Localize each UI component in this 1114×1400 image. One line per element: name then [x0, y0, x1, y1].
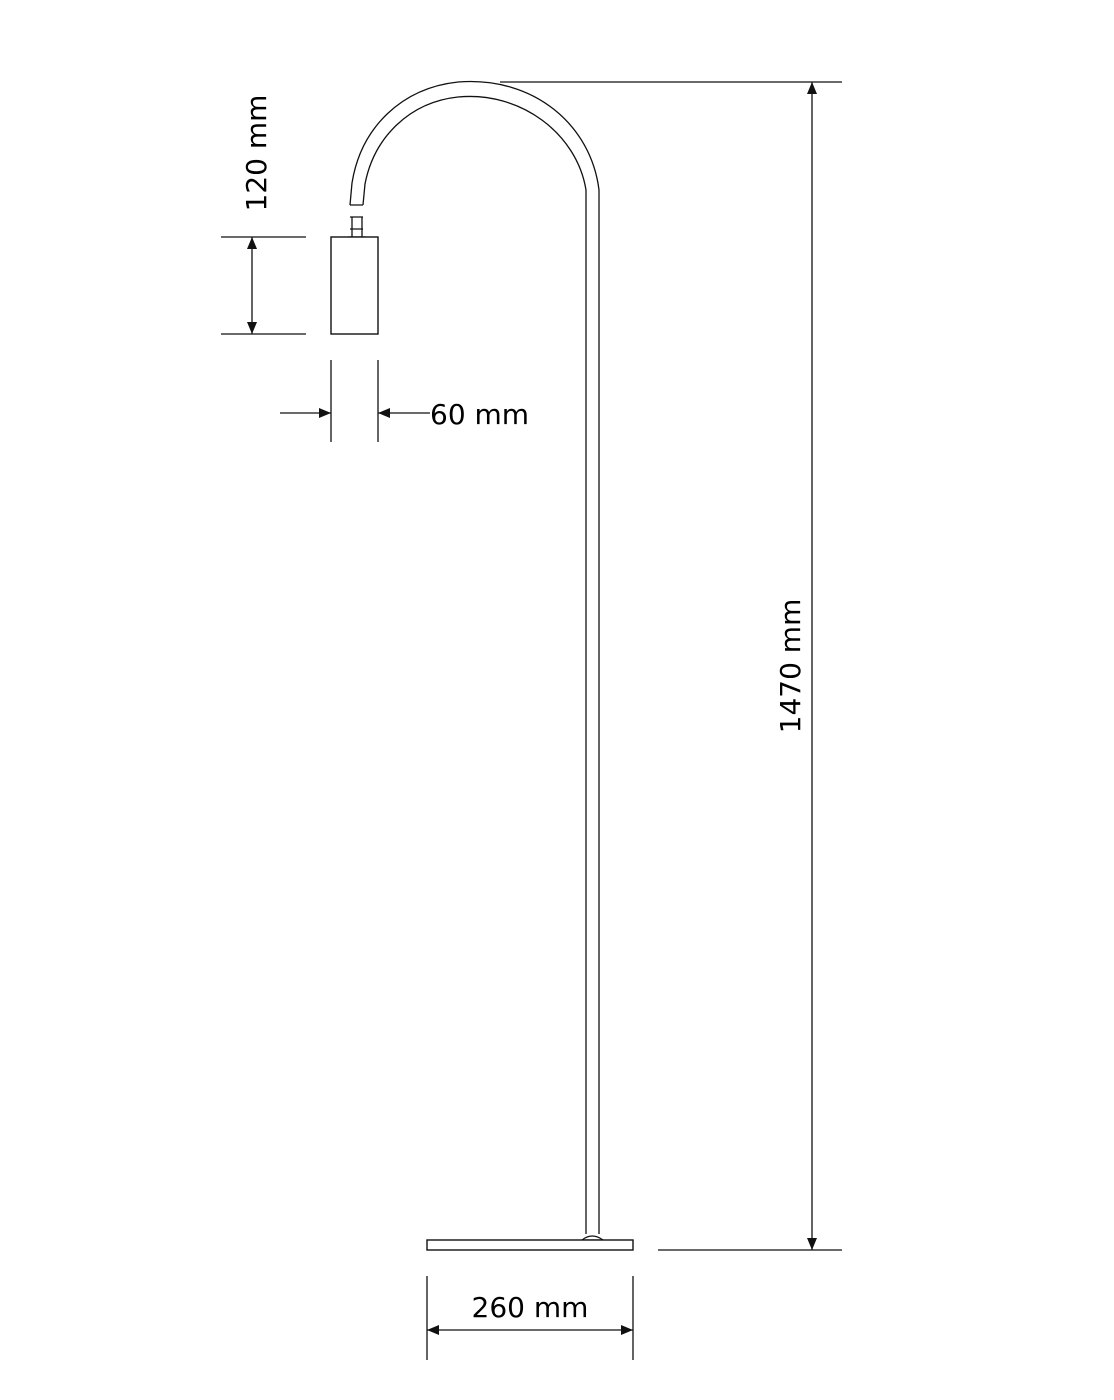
lamp-arm-inner [362, 95, 587, 1234]
total-height-label: 1470 mm [774, 599, 807, 734]
lamp-arm-outer [349, 80, 600, 1234]
shade-width-dimension: 60 mm [280, 360, 529, 442]
arm-joint [348, 204, 366, 238]
base-width-label: 260 mm [472, 1291, 589, 1324]
base-width-dimension: 260 mm [426, 1276, 634, 1360]
shade-height-label: 120 mm [240, 95, 273, 212]
height-dimension: 1470 mm [500, 81, 842, 1251]
lamp-shade [330, 236, 379, 335]
floor-lamp [330, 80, 634, 1251]
lamp-base [426, 1239, 634, 1251]
shade-height-dimension: 120 mm [221, 95, 306, 335]
shade-width-label: 60 mm [430, 398, 529, 431]
